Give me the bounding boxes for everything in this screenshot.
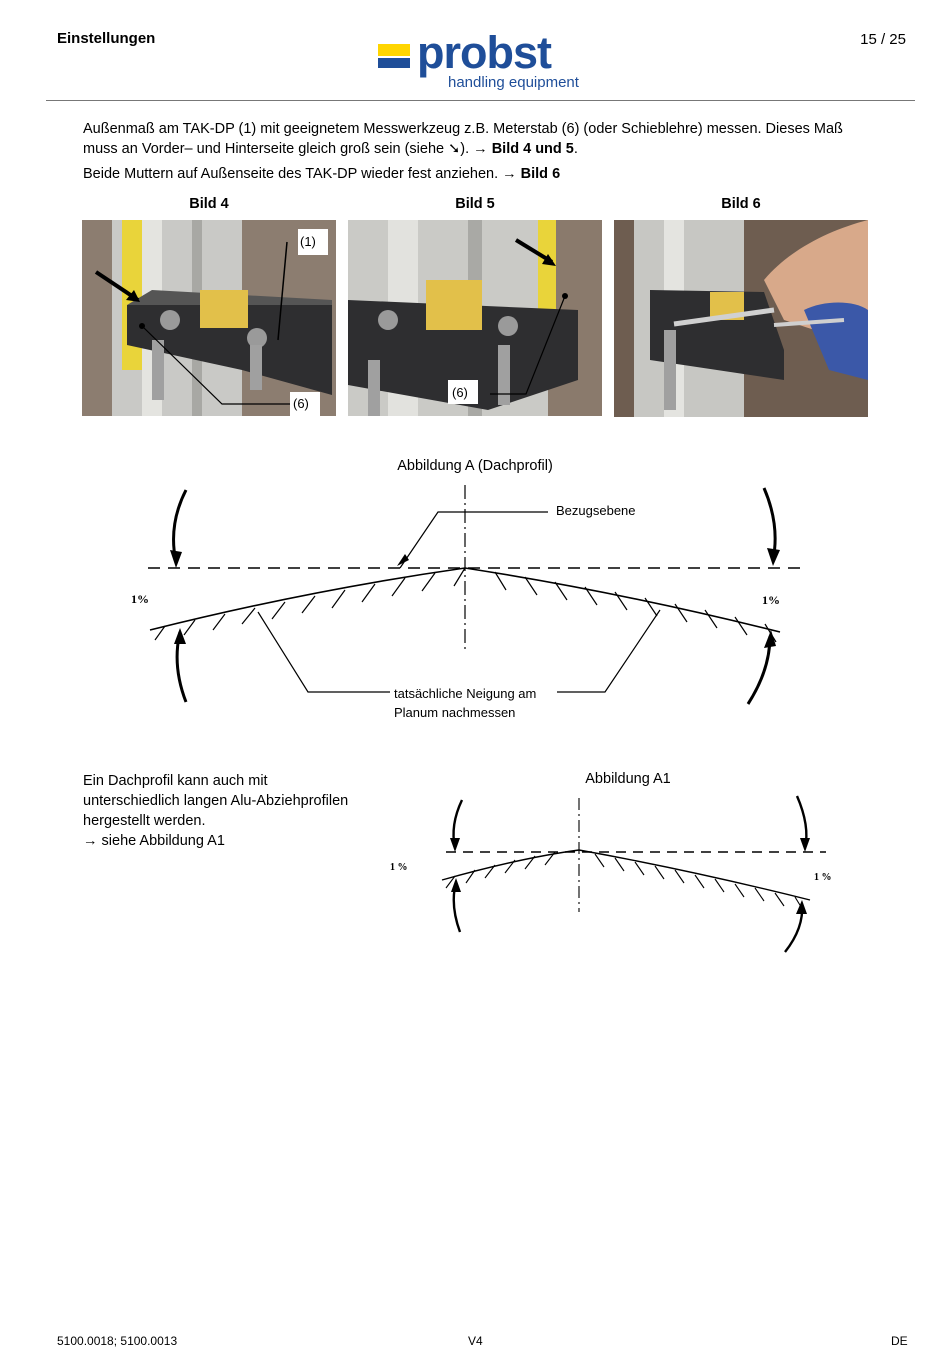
arrow-icon: ➘ xyxy=(448,141,461,157)
figure-a-title: Abbildung A (Dachprofil) xyxy=(397,458,553,474)
right-slope-percent: 1% xyxy=(762,593,780,607)
footer-language: DE xyxy=(891,1334,908,1348)
note-line-3: hergestellt werden. xyxy=(83,813,206,829)
figure-reference: Bild 6 xyxy=(520,166,561,182)
measurement-note-line-2: Planum nachmessen xyxy=(394,705,516,720)
figure-a1-roof-profile xyxy=(441,795,826,953)
figure-reference: Bild 4 und 5 xyxy=(491,141,574,157)
note-line-2: unterschiedlich langen Alu-Abziehprofile… xyxy=(83,793,349,809)
caption-bild-5: Bild 5 xyxy=(455,196,495,212)
footer-version: V4 xyxy=(468,1334,483,1348)
note-line-1: Ein Dachprofil kann auch mit xyxy=(83,773,268,789)
header-divider xyxy=(46,100,915,101)
logo-yellow-bar xyxy=(378,44,410,56)
caption-bild-6: Bild 6 xyxy=(721,196,761,212)
section-title: Einstellungen xyxy=(57,30,156,47)
instruction-text: Beide Muttern auf Außenseite des TAK-DP … xyxy=(83,166,521,182)
logo-wordmark: probst xyxy=(417,27,552,78)
measurement-note-line-1: tatsächliche Neigung am xyxy=(394,686,537,701)
logo-blue-bar xyxy=(378,58,410,68)
figure-a-roof-profile xyxy=(148,485,804,705)
logo-tagline: handling equipment xyxy=(448,74,579,91)
reference-plane-label: Bezugsebene xyxy=(556,503,636,518)
roof-profile-note: Ein Dachprofil kann auch mit unterschied… xyxy=(83,771,383,851)
measurement-note: tatsächliche Neigung am Planum nachmesse… xyxy=(394,684,536,722)
photo-bild-6 xyxy=(614,220,868,417)
label-part-6: (6) xyxy=(452,385,468,400)
page-number: 15 / 25 xyxy=(860,31,906,48)
instruction-paragraph-1: Außenmaß am TAK-DP (1) mit geeignetem Me… xyxy=(83,119,873,159)
instruction-text: Außenmaß am TAK-DP (1) mit geeignetem Me… xyxy=(83,121,843,157)
label-part-1: (1) xyxy=(300,234,316,249)
footer-doc-number: 5100.0018; 5100.0013 xyxy=(57,1334,178,1348)
company-logo: probst handling equipment xyxy=(378,30,592,94)
caption-bild-4: Bild 4 xyxy=(189,196,229,212)
a1-left-slope-percent: 1 % xyxy=(390,862,408,873)
note-line-4: → siehe Abbildung A1 xyxy=(83,833,225,849)
left-slope-percent: 1% xyxy=(131,592,149,606)
instruction-paragraph-2: Beide Muttern auf Außenseite des TAK-DP … xyxy=(83,164,873,184)
photo-bild-5: (6) xyxy=(348,220,602,416)
figure-a1-title: Abbildung A1 xyxy=(585,771,671,787)
photo-bild-4: (1) (6) xyxy=(82,220,336,416)
instruction-text-tail: ). → xyxy=(460,141,492,157)
a1-right-slope-percent: 1 % xyxy=(814,872,832,883)
instruction-text-end: . xyxy=(573,141,578,157)
label-part-6: (6) xyxy=(293,396,309,411)
